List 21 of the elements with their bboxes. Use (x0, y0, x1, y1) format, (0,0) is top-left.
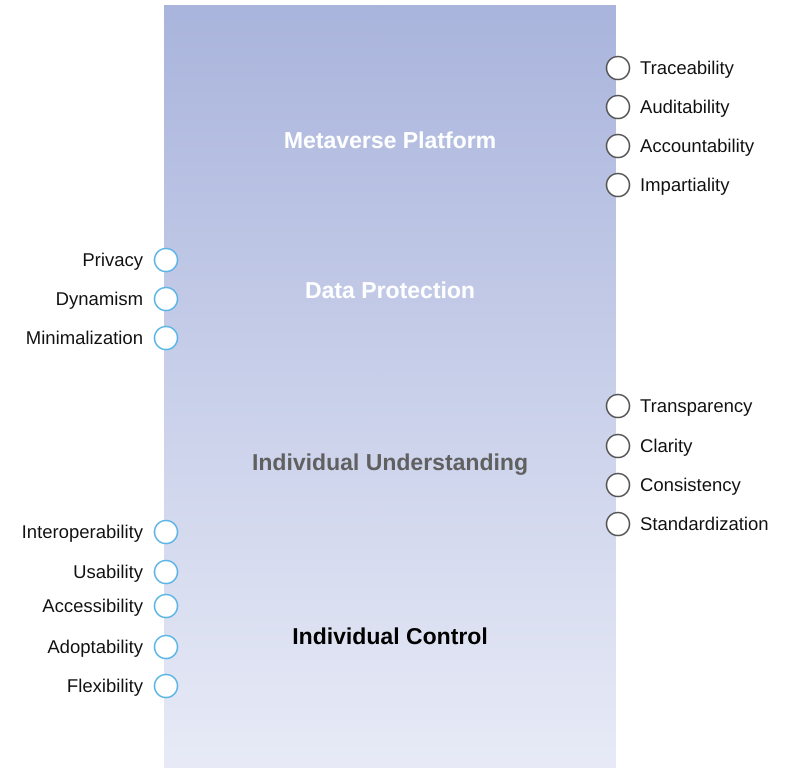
platform-band (164, 5, 616, 768)
attribute-label: Auditability (640, 96, 730, 118)
section-heading: Metaverse Platform (284, 127, 496, 154)
attribute-label: Privacy (82, 249, 143, 271)
attribute-label: Consistency (640, 474, 741, 496)
attribute-label: Usability (73, 561, 143, 583)
section-heading: Individual Understanding (252, 449, 528, 476)
attribute-label: Clarity (640, 435, 692, 457)
section-heading: Individual Control (292, 623, 488, 650)
attribute-label: Accessibility (42, 595, 143, 617)
attribute-label: Dynamism (56, 288, 143, 310)
attribute-label: Flexibility (66, 675, 143, 697)
section-heading: Data Protection (305, 277, 475, 304)
attribute-label: Standardization (640, 513, 769, 535)
attribute-label: Traceability (640, 57, 734, 79)
attribute-label: Minimalization (26, 327, 143, 349)
attribute-label: Transparency (640, 395, 752, 417)
attribute-label: Accountability (640, 135, 754, 157)
attribute-label: Adoptability (47, 636, 143, 658)
attribute-label: Impartiality (640, 174, 730, 196)
attribute-label: Interoperability (22, 521, 143, 543)
